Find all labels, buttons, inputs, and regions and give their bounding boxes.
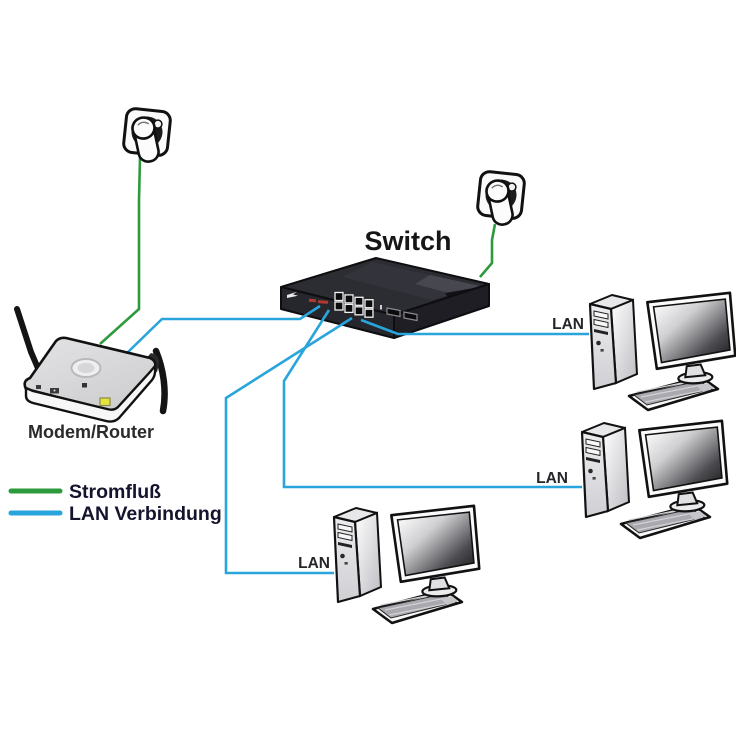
switch-device [280, 257, 490, 339]
lan-cable-switch-to-pc2 [282, 309, 582, 489]
power-cable-outlet-to-router [99, 157, 142, 345]
computer-icon [580, 419, 730, 540]
legend-label-lan: LAN Verbindung [69, 503, 222, 525]
switch-title: Switch [364, 226, 451, 256]
power-cable-outlet-to-switch [479, 223, 497, 278]
lan-cable-switch-to-router [126, 304, 321, 354]
switch-port-leds [308, 298, 329, 304]
computer-icon [588, 291, 736, 412]
switch-logo [287, 291, 298, 298]
switch-status-led [380, 305, 382, 310]
power-outlet-icon [475, 169, 527, 229]
legend-label-power: Stromfluß [69, 481, 161, 503]
lan-label-pc2: LAN [536, 470, 568, 487]
router-label: Modem/Router [28, 422, 154, 442]
power-outlet-icon [121, 106, 173, 166]
lan-cable-switch-to-pc3 [224, 316, 353, 575]
router-antenna-right [152, 347, 168, 415]
lan-label-pc1: LAN [552, 316, 584, 333]
switch-sfp-ports [386, 307, 418, 322]
computer-icon [332, 504, 482, 625]
switch-rj45-ports [334, 291, 374, 318]
lan-label-pc3: LAN [298, 555, 330, 572]
lan-cable-switch-to-pc1 [360, 318, 589, 336]
router-led [99, 397, 111, 407]
modem-router-device [14, 306, 168, 423]
legend: Stromfluß LAN Verbindung [8, 481, 222, 525]
